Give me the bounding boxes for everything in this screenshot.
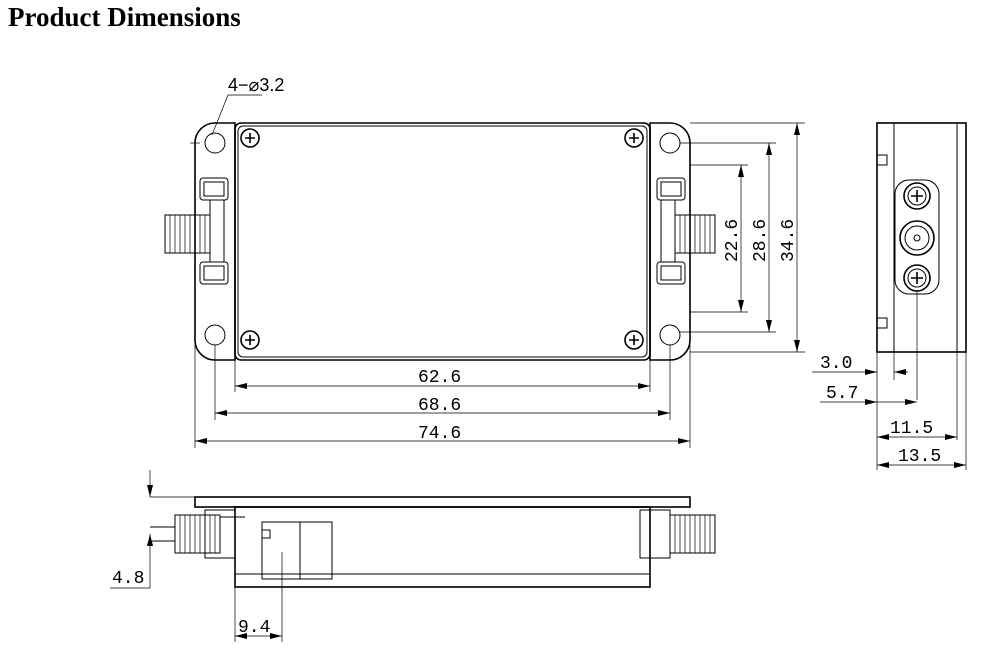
dim-height-inner: 22.6 xyxy=(690,164,748,313)
dim-width-total: 74.6 xyxy=(194,340,691,448)
svg-text:74.6: 74.6 xyxy=(418,424,461,444)
right-sma-connector-icon xyxy=(656,177,716,285)
dim-side-c: 11.5 xyxy=(877,419,957,440)
svg-text:34.6: 34.6 xyxy=(779,219,799,262)
svg-text:68.6: 68.6 xyxy=(418,396,461,416)
svg-text:62.6: 62.6 xyxy=(418,368,461,388)
dim-bottom-offset: 9.4 xyxy=(234,552,283,642)
dim-side-d: 13.5 xyxy=(877,447,966,468)
svg-text:9.4: 9.4 xyxy=(238,618,270,638)
mounting-hole xyxy=(659,132,681,154)
bottom-view: 4.8 9.4 xyxy=(110,470,716,642)
svg-text:28.6: 28.6 xyxy=(751,219,771,262)
side-view: 3.0 5.7 11.5 13.5 xyxy=(812,122,967,470)
mounting-hole xyxy=(204,324,226,346)
screw-icon xyxy=(624,330,644,350)
mounting-hole xyxy=(659,324,681,346)
dim-bottom-height: 4.8 xyxy=(110,534,153,589)
svg-text:13.5: 13.5 xyxy=(898,447,941,467)
dim-height-total: 34.6 xyxy=(690,122,805,353)
svg-text:22.6: 22.6 xyxy=(723,219,743,262)
rf-port-icon xyxy=(899,220,935,256)
hole-callout-label: 4−⌀3.2 xyxy=(228,75,284,95)
svg-text:11.5: 11.5 xyxy=(890,419,933,439)
mounting-hole xyxy=(204,132,226,154)
screw-icon xyxy=(240,330,260,350)
dim-side-b: 5.7 xyxy=(820,384,917,405)
top-view: 4−⌀3.2 62.6 68.6 74.6 22.6 xyxy=(164,75,805,448)
screw-icon xyxy=(903,264,931,292)
svg-text:5.7: 5.7 xyxy=(826,384,858,404)
left-sma-connector-icon xyxy=(164,177,229,285)
right-sma-connector-icon xyxy=(639,509,716,559)
page-title: Product Dimensions xyxy=(8,2,241,32)
screw-icon xyxy=(240,128,260,148)
svg-text:3.0: 3.0 xyxy=(820,354,852,374)
dim-width-holes: 68.6 xyxy=(214,345,671,420)
dim-height-holes: 28.6 xyxy=(680,142,776,333)
left-sma-connector-icon xyxy=(150,509,245,559)
screw-icon xyxy=(624,128,644,148)
svg-text:4.8: 4.8 xyxy=(112,569,144,589)
screw-icon xyxy=(903,182,931,210)
dim-width-inner: 62.6 xyxy=(234,360,651,392)
dim-side-a: 3.0 xyxy=(812,354,908,375)
